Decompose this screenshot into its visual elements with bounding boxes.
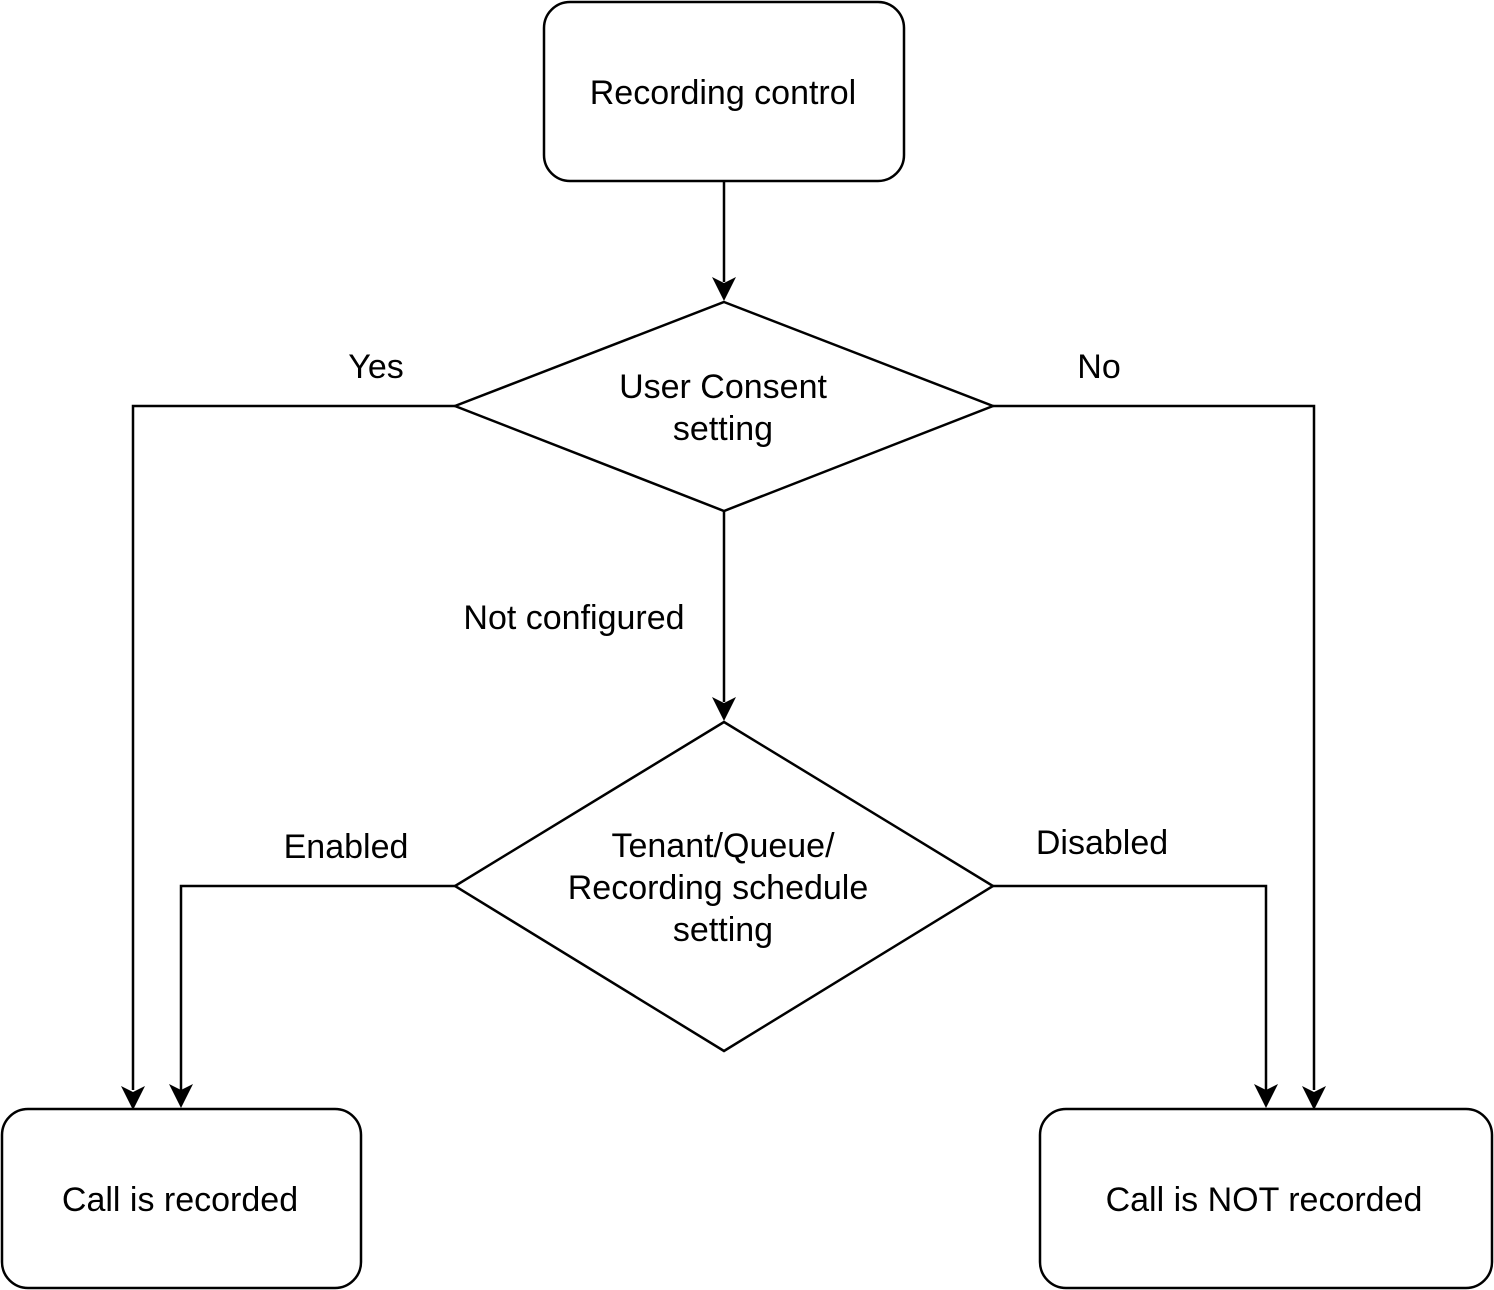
node-user-consent-label-line-1: User Consent [619, 368, 827, 406]
edge-label-enabled: Enabled [284, 828, 409, 866]
edge-tenant-disabled [993, 884, 1278, 1108]
node-tenant-queue-setting: Tenant/Queue/ Recording schedule setting [452, 720, 996, 1053]
node-tenant-label-line-3: setting [673, 911, 773, 949]
edge-consent-not-configured [712, 511, 736, 721]
node-tenant-label-line-2: Recording schedule [568, 869, 869, 907]
edge-label-yes: Yes [348, 348, 403, 386]
node-tenant-label-line-1: Tenant/Queue/ [611, 827, 835, 865]
edge-label-no: No [1077, 348, 1120, 386]
node-call-recorded-label: Call is recorded [62, 1181, 298, 1219]
node-recording-control-label: Recording control [590, 74, 856, 112]
edge-tenant-enabled [169, 884, 455, 1108]
node-user-consent-label-line-2: setting [673, 410, 773, 448]
node-user-consent-setting: User Consent setting [451, 300, 997, 513]
edge-consent-no [993, 404, 1326, 1110]
edge-start-to-consent [712, 182, 736, 301]
node-call-not-recorded-label: Call is NOT recorded [1106, 1181, 1423, 1219]
edge-label-disabled: Disabled [1036, 824, 1168, 862]
node-recording-control: Recording control [542, 0, 906, 183]
node-call-recorded: Call is recorded [0, 1107, 363, 1290]
node-call-not-recorded: Call is NOT recorded [1038, 1107, 1494, 1290]
edge-label-not-configured: Not configured [463, 599, 684, 637]
edge-consent-yes [121, 404, 455, 1110]
